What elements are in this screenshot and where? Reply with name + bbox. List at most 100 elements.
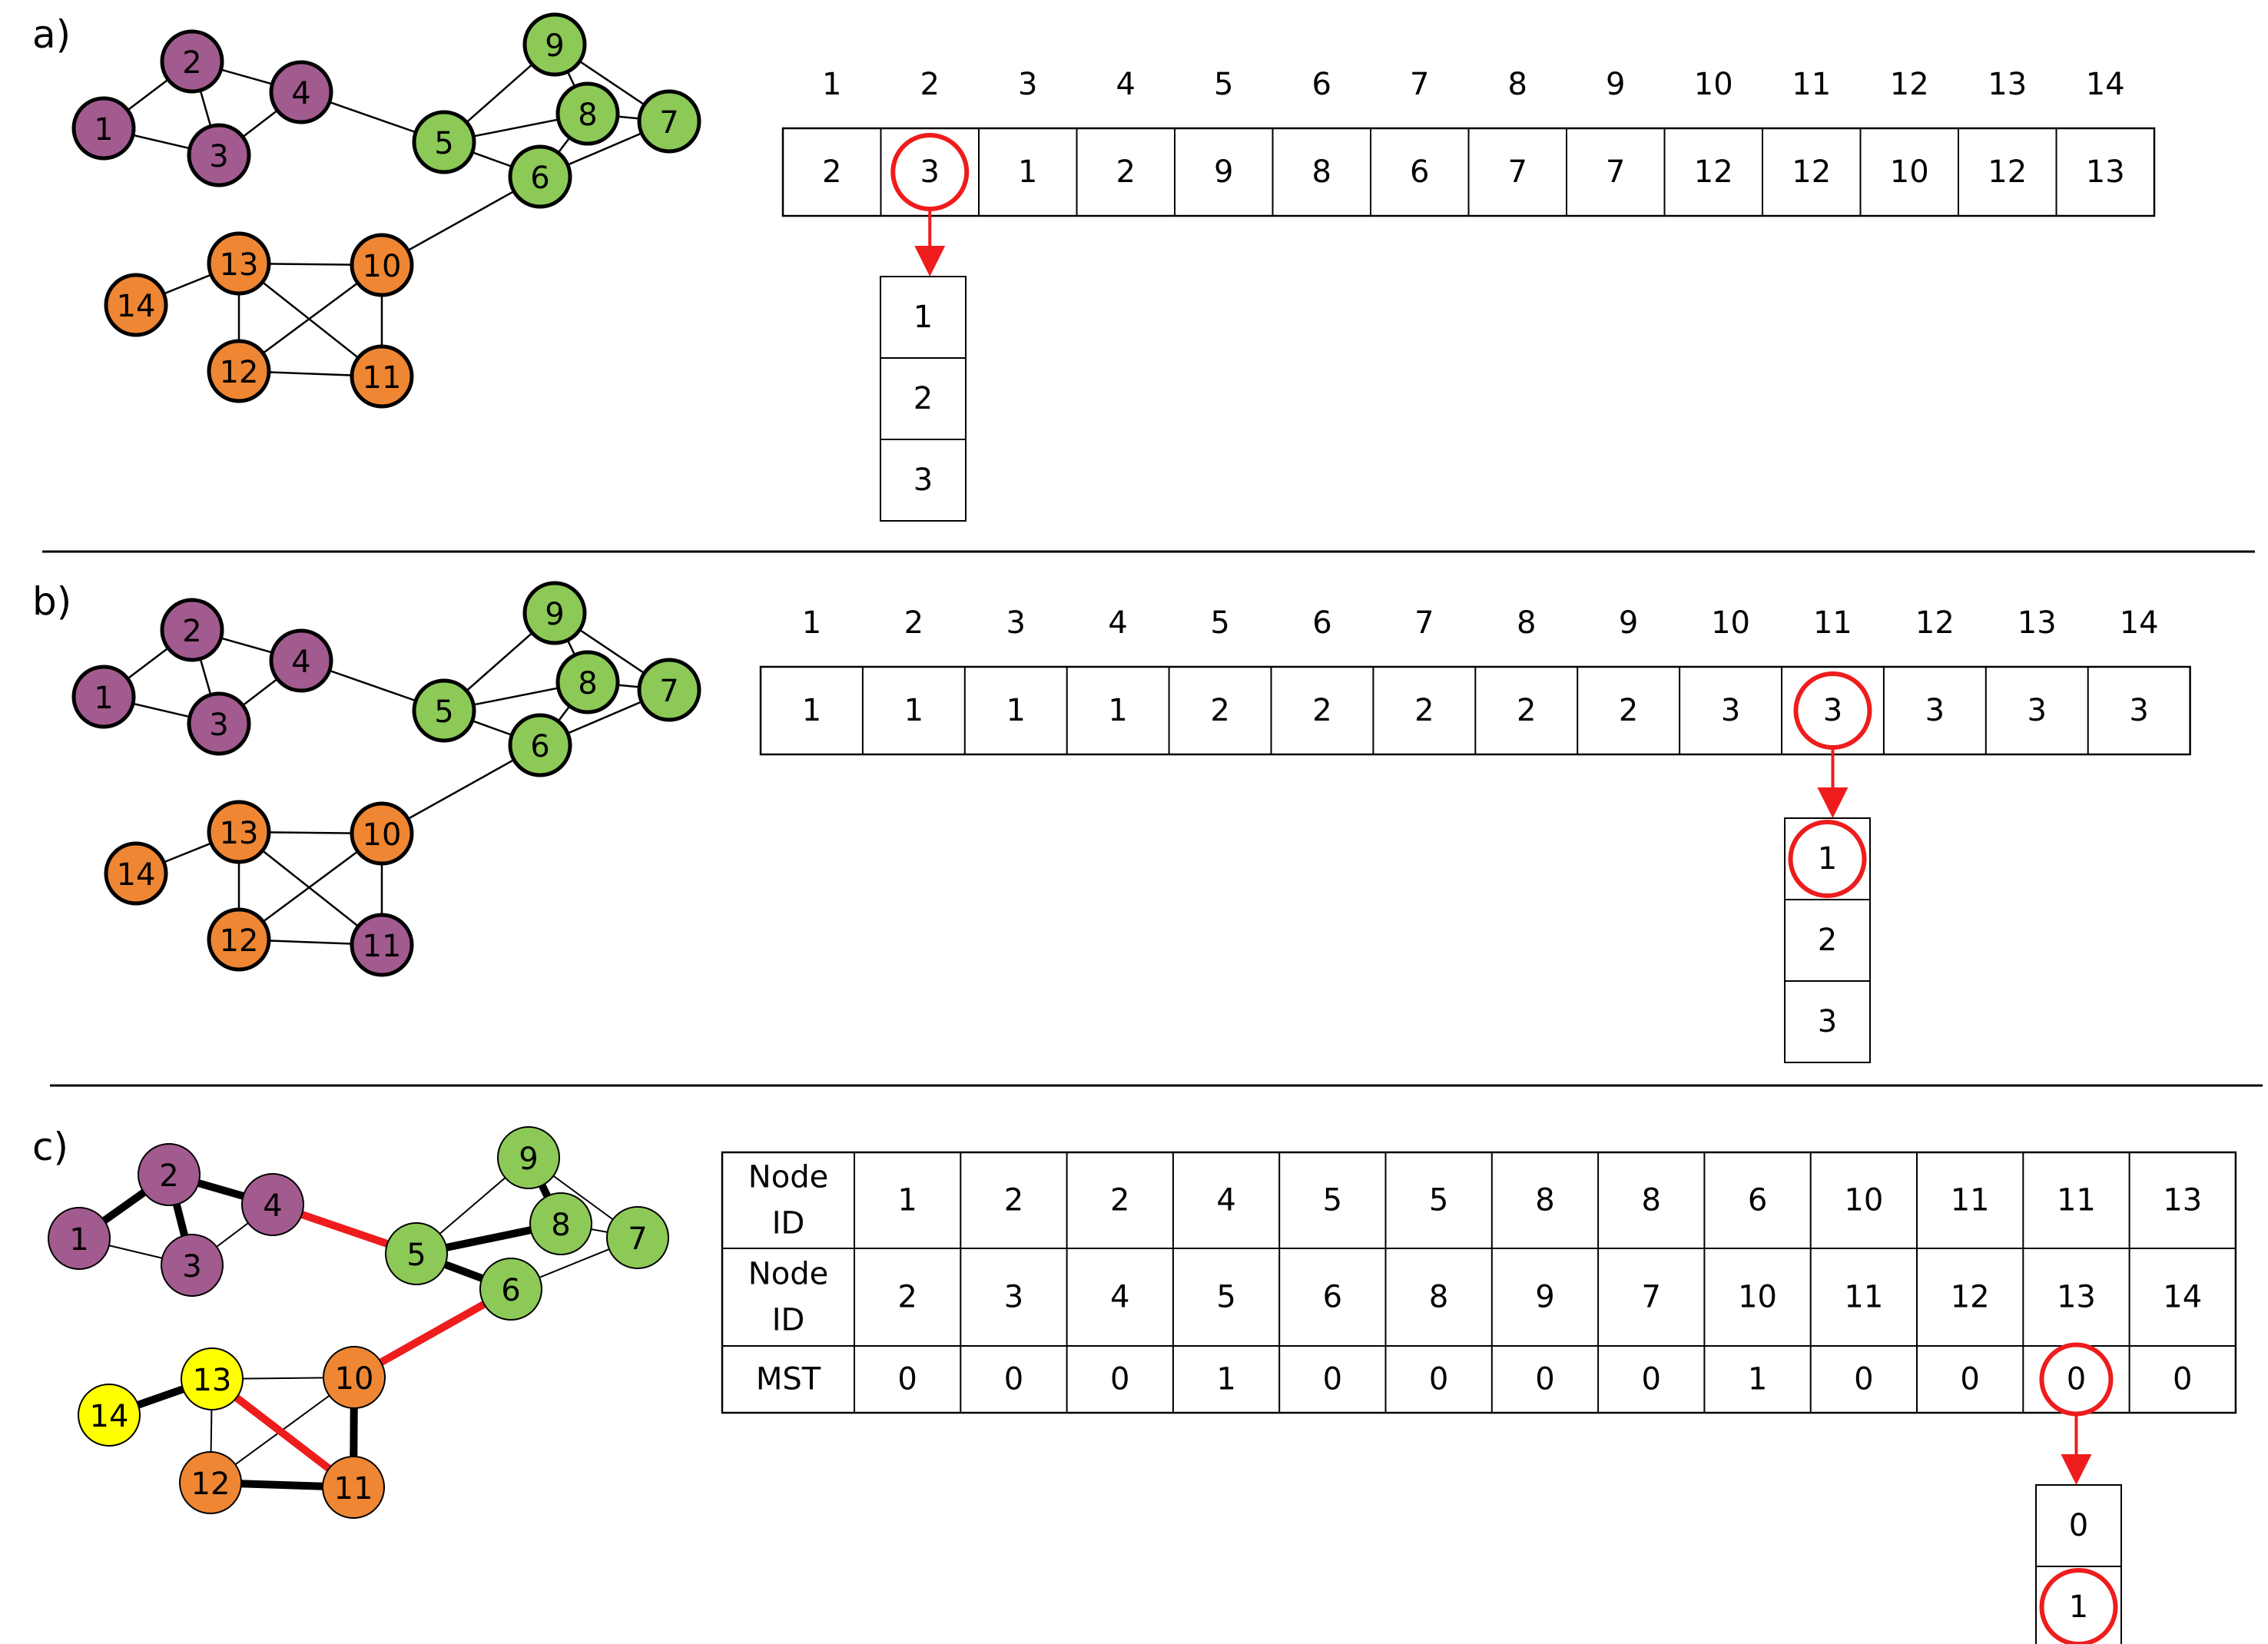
table-cell: 0 [1110,1362,1129,1397]
stack-cell [1784,980,1871,1063]
graph-node-7 [637,89,701,154]
graph-node-label-9: 9 [545,597,564,632]
stack-cell [1784,899,1871,982]
graph-node-4 [269,60,333,124]
array-value: 2 [1619,693,1638,728]
graph-node-1 [71,665,136,729]
graph-node-4 [241,1173,304,1236]
graph-node-label-14: 14 [90,1399,129,1434]
table-cell: 1 [1748,1362,1767,1397]
graph-node-label-7: 7 [659,674,678,709]
table-cell: 1 [897,1183,917,1218]
graph-node-label-4: 4 [291,76,310,111]
graph-node-label-12: 12 [220,355,259,390]
array-value: 1 [1108,693,1127,728]
array-value: 1 [802,693,821,728]
array-index: 9 [1619,605,1638,641]
array-value: 1 [904,693,923,728]
graph-node-14 [78,1384,141,1447]
table-row-header: ID [772,1206,805,1241]
array-index: 3 [1006,605,1026,641]
graph-node-8 [555,650,620,714]
array-value: 2 [1312,693,1331,728]
graph-node-1 [48,1207,111,1270]
array-index: 6 [1312,605,1331,641]
graph-node-5 [412,678,476,743]
array-index: 8 [1508,67,1527,102]
graph-node-12 [179,1451,242,1514]
array-index: 1 [822,67,841,102]
graph-node-13 [207,800,271,864]
array-index: 2 [904,605,923,641]
table-cell: 9 [1535,1280,1554,1315]
graph-node-label-10: 10 [363,249,402,284]
array-index: 1 [802,605,821,641]
graph-node-label-8: 8 [578,98,597,133]
graph-node-label-8: 8 [551,1208,570,1243]
graph-node-label-4: 4 [291,645,310,680]
graph-node-13 [207,231,271,296]
array-value: 7 [1508,154,1527,190]
stack-cell [880,439,967,522]
table-cell: 3 [1004,1280,1023,1315]
array-index: 11 [1792,67,1831,102]
graph-node-label-6: 6 [501,1273,520,1308]
graph-node-10 [350,233,414,297]
stack-cell [880,357,967,440]
table-cell: 12 [1951,1280,1990,1315]
table-cell: 0 [2173,1362,2192,1397]
graph-node-label-8: 8 [578,666,597,701]
array-index: 14 [2120,605,2159,641]
array-value: 10 [1890,154,1929,190]
array-value: 2 [1414,693,1434,728]
array-index: 8 [1517,605,1536,641]
stack-highlight-circle [1788,820,1867,898]
graph-node-6 [508,144,572,209]
graph-node-label-13: 13 [193,1363,232,1398]
table-row-header: Node [748,1257,828,1292]
table-cell: 6 [1323,1280,1342,1315]
array-value: 1 [1006,693,1026,728]
array-a: 1223314259687687971012111212101312141312… [781,67,2156,522]
graph-node-14 [104,841,168,906]
table-cell: 5 [1323,1183,1342,1218]
graph-node-label-7: 7 [628,1221,647,1257]
graph-node-label-1: 1 [94,112,113,147]
array-index: 3 [1018,67,1037,102]
stack-cell [2035,1484,2122,1567]
table-cell: 0 [1960,1362,1979,1397]
array-value: 2 [1116,154,1136,190]
table-cell: 4 [1216,1183,1235,1218]
graph-node-11 [350,913,414,977]
graph-node-label-1: 1 [94,681,113,716]
graph-node-label-12: 12 [191,1467,230,1502]
array-value: 12 [1988,154,2027,190]
array-value: 2 [1517,693,1536,728]
graph-node-label-10: 10 [335,1361,374,1397]
graph-node-label-11: 11 [363,929,402,964]
graph-node-14 [104,273,168,337]
stack-value: 1 [1818,841,1837,877]
array-index: 10 [1694,67,1733,102]
stack-value: 3 [914,462,933,498]
array-index: 2 [920,67,940,102]
table-row-header: MST [756,1362,821,1397]
graph-node-5 [385,1222,448,1285]
array-index: 5 [1214,67,1233,102]
table-cell: 2 [1110,1183,1129,1218]
array-index: 13 [2018,605,2057,641]
table-cell: 8 [1642,1183,1661,1218]
table-cell: 2 [1004,1183,1023,1218]
graph-node-label-14: 14 [117,289,156,324]
array-value: 3 [1925,693,1945,728]
array-index: 13 [1988,67,2027,102]
graph-node-2 [160,29,224,94]
graph-node-label-2: 2 [182,614,201,649]
graph-node-label-6: 6 [530,161,549,196]
array-value: 12 [1694,154,1733,190]
stack-value: 0 [2069,1508,2088,1543]
array-value: 6 [1410,154,1429,190]
